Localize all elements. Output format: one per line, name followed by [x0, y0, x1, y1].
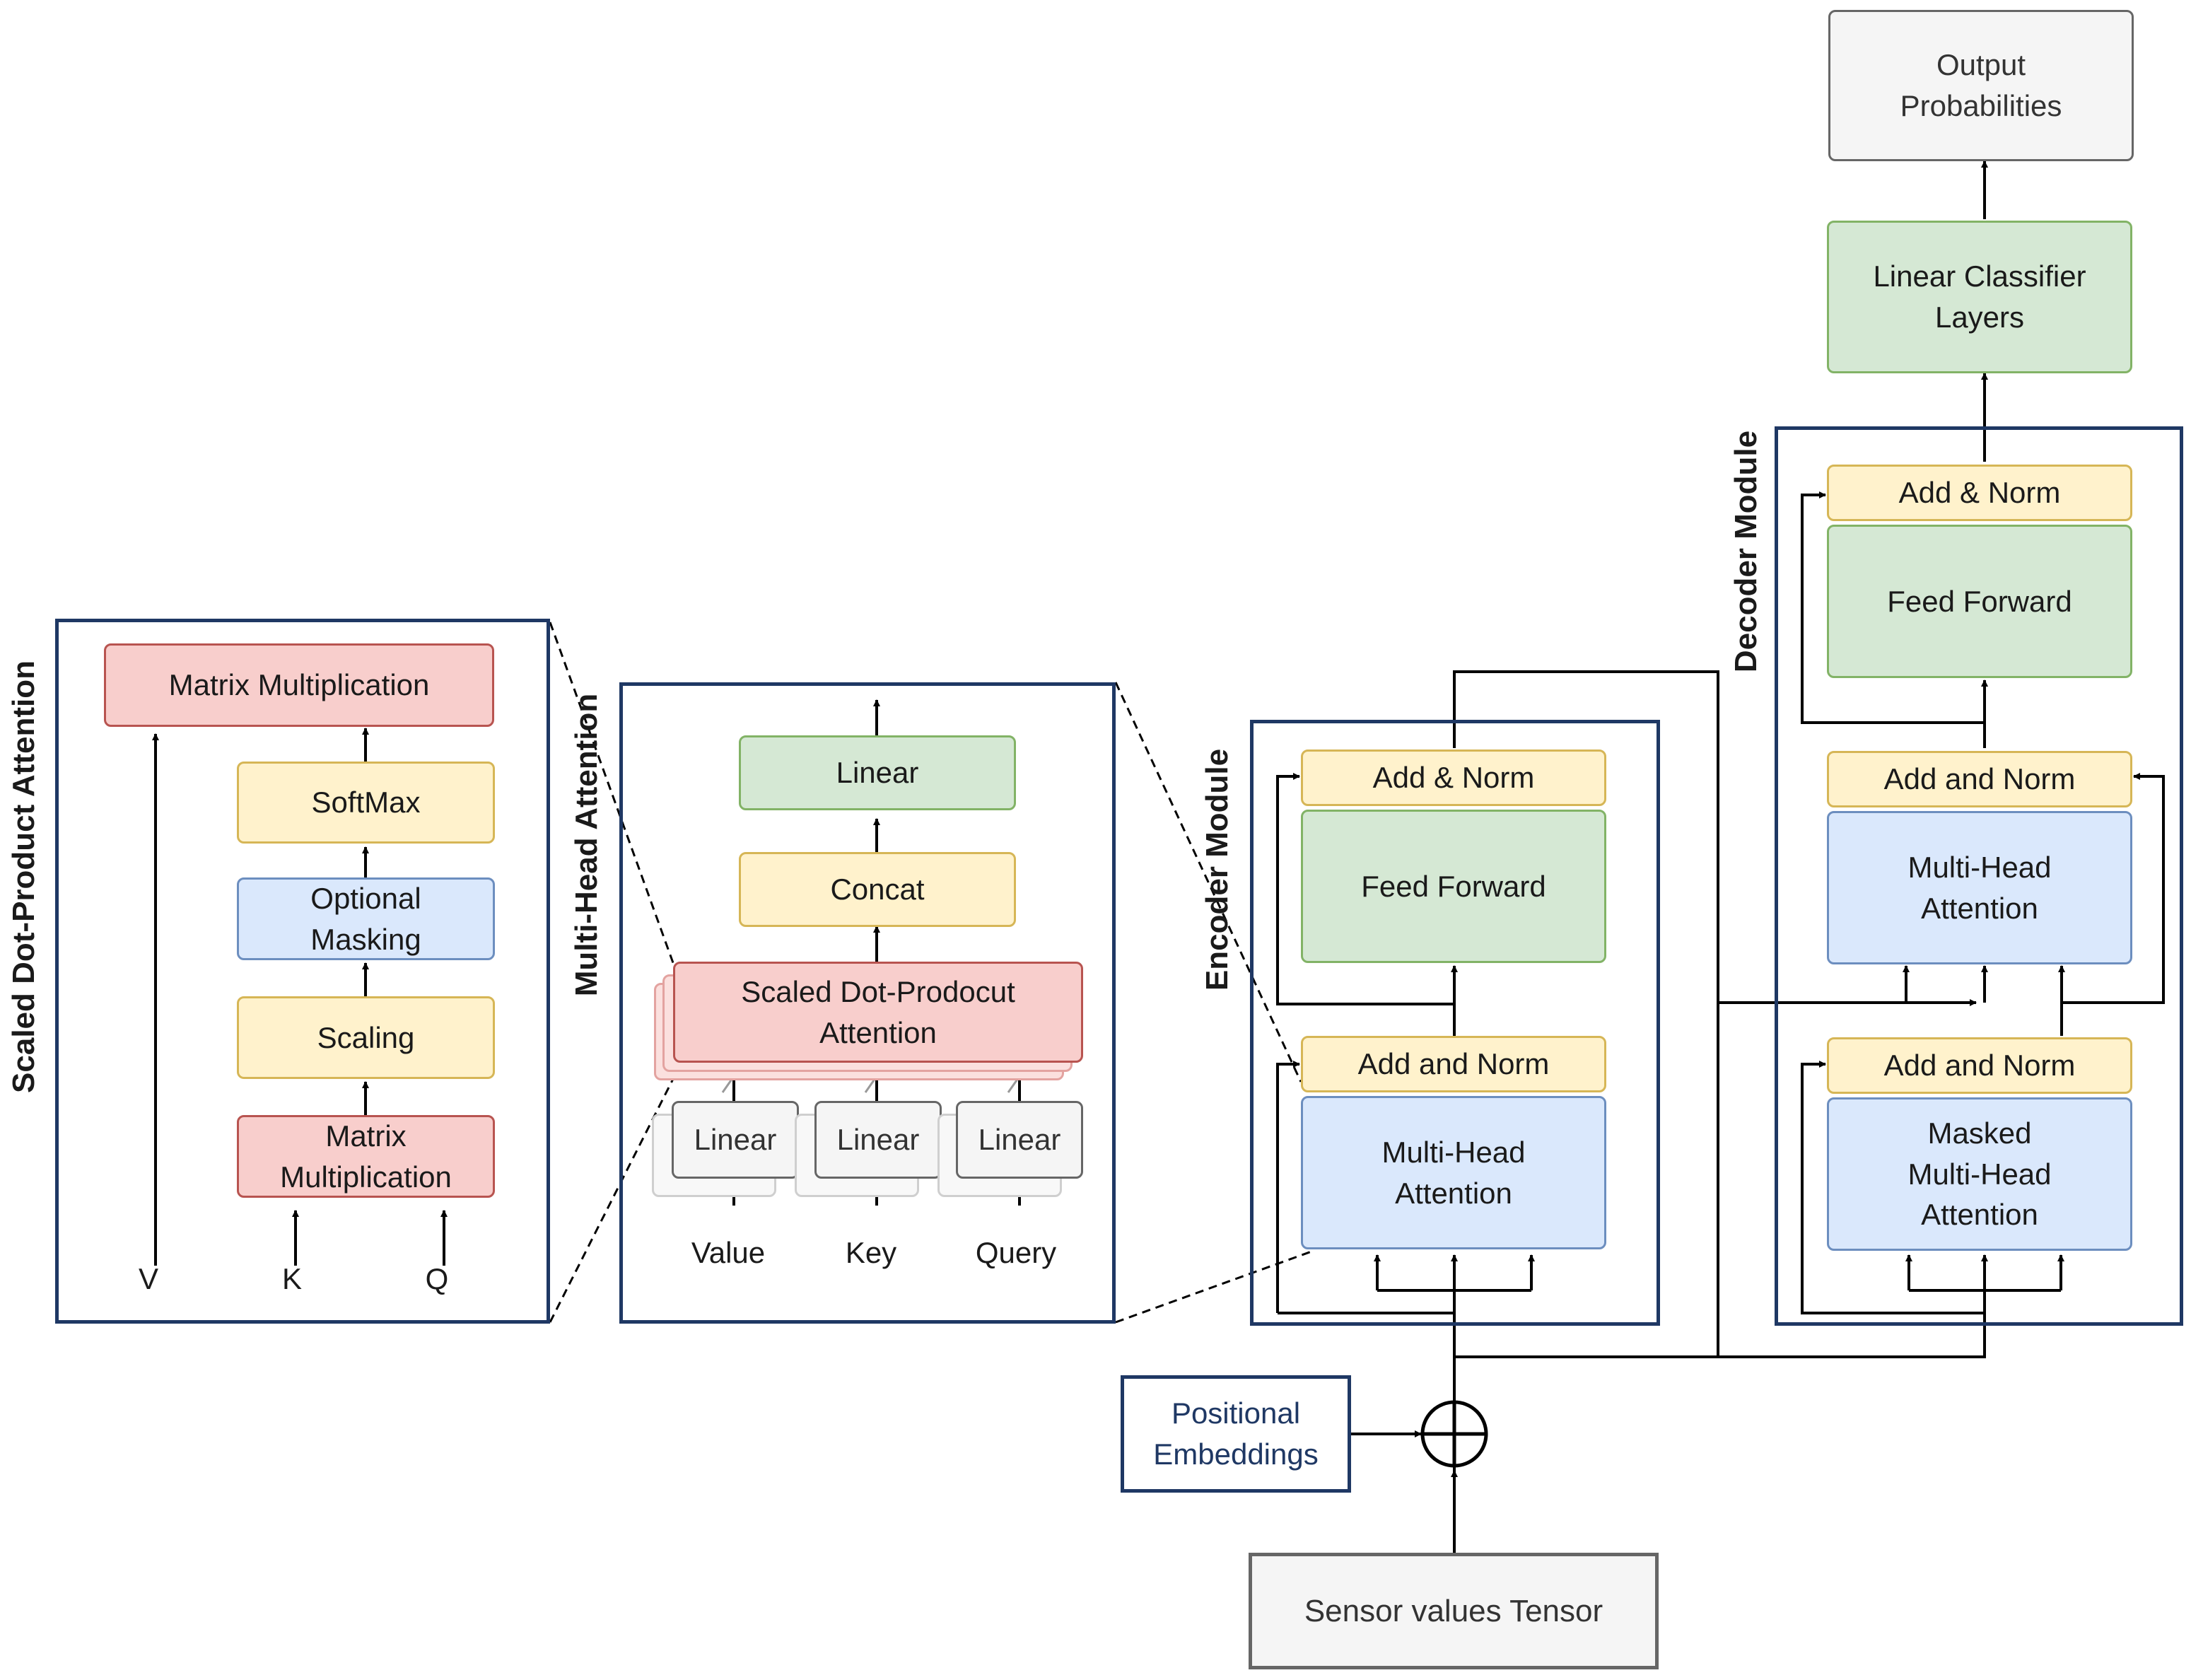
mha-linear-3: Linear — [956, 1101, 1083, 1179]
sensor-values-tensor: Sensor values Tensor — [1249, 1553, 1659, 1669]
sdpa-softmax: SoftMax — [237, 762, 495, 844]
mha-sdpa-block: Scaled Dot-Prodocut Attention — [673, 962, 1083, 1063]
decoder-add-norm-top: Add & Norm — [1827, 465, 2132, 521]
mha-input-value: Value — [691, 1236, 766, 1269]
encoder-feed-forward: Feed Forward — [1301, 810, 1606, 963]
decoder-feed-forward: Feed Forward — [1827, 525, 2132, 678]
mha-title: Multi-Head Attention — [569, 693, 604, 997]
mha-input-key: Key — [845, 1236, 897, 1269]
encoder-panel — [1250, 720, 1660, 1326]
mha-linear-top: Linear — [739, 735, 1016, 810]
mha-input-query: Query — [975, 1236, 1057, 1269]
mha-linear-2: Linear — [814, 1101, 942, 1179]
mha-panel — [619, 682, 1116, 1324]
sdpa-title: Scaled Dot-Product Attention — [6, 660, 41, 1093]
decoder-add-norm-mid: Add and Norm — [1827, 751, 2132, 807]
encoder-title: Encoder Module — [1200, 748, 1234, 991]
encoder-add-norm-bottom: Add and Norm — [1301, 1036, 1606, 1092]
sdpa-scaling: Scaling — [237, 996, 495, 1079]
sdpa-panel — [55, 619, 550, 1324]
sdpa-input-v: V — [138, 1262, 158, 1295]
decoder-panel — [1775, 426, 2183, 1326]
sdpa-masking: Optional Masking — [237, 877, 495, 960]
encoder-add-norm-top: Add & Norm — [1301, 749, 1606, 806]
sdpa-input-q: Q — [425, 1262, 449, 1295]
positional-embeddings: Positional Embeddings — [1121, 1375, 1351, 1493]
linear-classifier-layers: Linear Classifier Layers — [1827, 221, 2132, 373]
encoder-multi-head-attention: Multi-Head Attention — [1301, 1096, 1606, 1249]
sdpa-matmul-bottom: Matrix Multiplication — [237, 1115, 495, 1198]
decoder-masked-multi-head-attention: Masked Multi-Head Attention — [1827, 1097, 2132, 1251]
decoder-title: Decoder Module — [1729, 430, 1763, 673]
mha-linear-1: Linear — [672, 1101, 799, 1179]
mha-concat: Concat — [739, 852, 1016, 927]
output-probabilities: Output Probabilities — [1828, 10, 2134, 161]
sdpa-input-k: K — [281, 1262, 302, 1295]
decoder-add-norm-bottom: Add and Norm — [1827, 1037, 2132, 1094]
decoder-multi-head-attention: Multi-Head Attention — [1827, 811, 2132, 964]
sdpa-matmul-top: Matrix Multiplication — [104, 643, 494, 727]
